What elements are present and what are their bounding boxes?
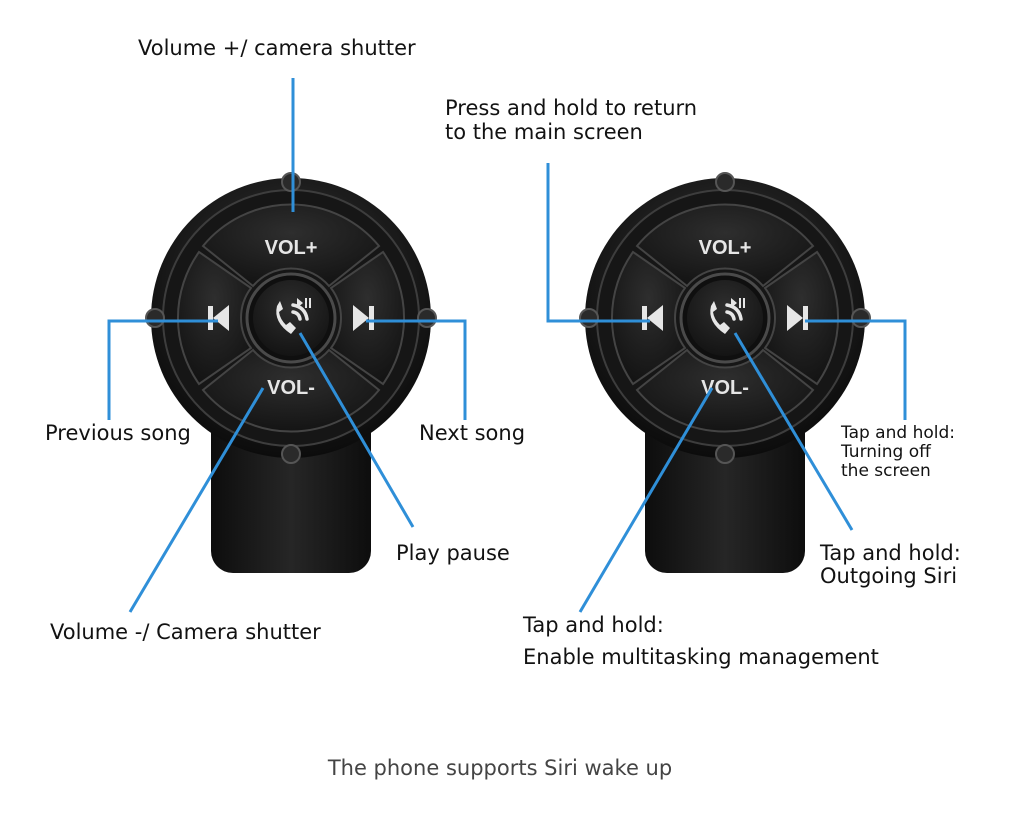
vol-up-button: VOL+ — [699, 237, 752, 259]
leader-line-siri — [733, 332, 854, 531]
leader-line-previous — [107, 319, 218, 420]
label-siri-line2: Outgoing Siri — [820, 564, 958, 588]
label-next-song: Next song — [419, 421, 526, 445]
caption: The phone supports Siri wake up — [327, 756, 673, 780]
skip-previous-icon — [642, 305, 663, 331]
phone-play-pause-icon — [710, 298, 745, 334]
leader-lines — [107, 78, 907, 613]
vol-up-button: VOL+ — [265, 237, 318, 259]
vol-down-button: VOL- — [701, 377, 749, 399]
remote-right: VOL+ VOL- — [578, 171, 872, 575]
leader-line-screen-off — [805, 319, 907, 420]
label-previous-song: Previous song — [45, 421, 191, 445]
label-volume-up: Volume +/ camera shutter — [138, 36, 416, 60]
label-multitask-line2: Enable multitasking management — [523, 645, 879, 669]
label-screen-off-line2: Turning off — [841, 442, 931, 462]
label-home-line2: to the main screen — [445, 120, 643, 144]
label-multitask-line1: Tap and hold: — [523, 613, 664, 637]
label-volume-down: Volume -/ Camera shutter — [50, 620, 321, 644]
label-screen-off-line1: Tap and hold: — [841, 423, 955, 443]
skip-previous-icon — [208, 305, 229, 331]
remote-left: VOL+ VOL- — [144, 171, 438, 575]
leader-line-home — [546, 163, 650, 323]
skip-next-icon — [353, 305, 374, 331]
label-screen-off-line3: the screen — [841, 461, 931, 481]
leader-line-multitask — [578, 387, 714, 613]
vol-down-button: VOL- — [267, 377, 315, 399]
leader-line-play-pause — [298, 332, 415, 528]
label-siri-line1: Tap and hold: — [820, 541, 961, 565]
leader-line-next — [366, 319, 467, 420]
label-play-pause: Play pause — [396, 541, 510, 565]
skip-next-icon — [787, 305, 808, 331]
leader-line-vol-down — [128, 387, 265, 613]
phone-play-pause-icon — [276, 298, 311, 334]
label-home-line1: Press and hold to return — [445, 96, 698, 120]
